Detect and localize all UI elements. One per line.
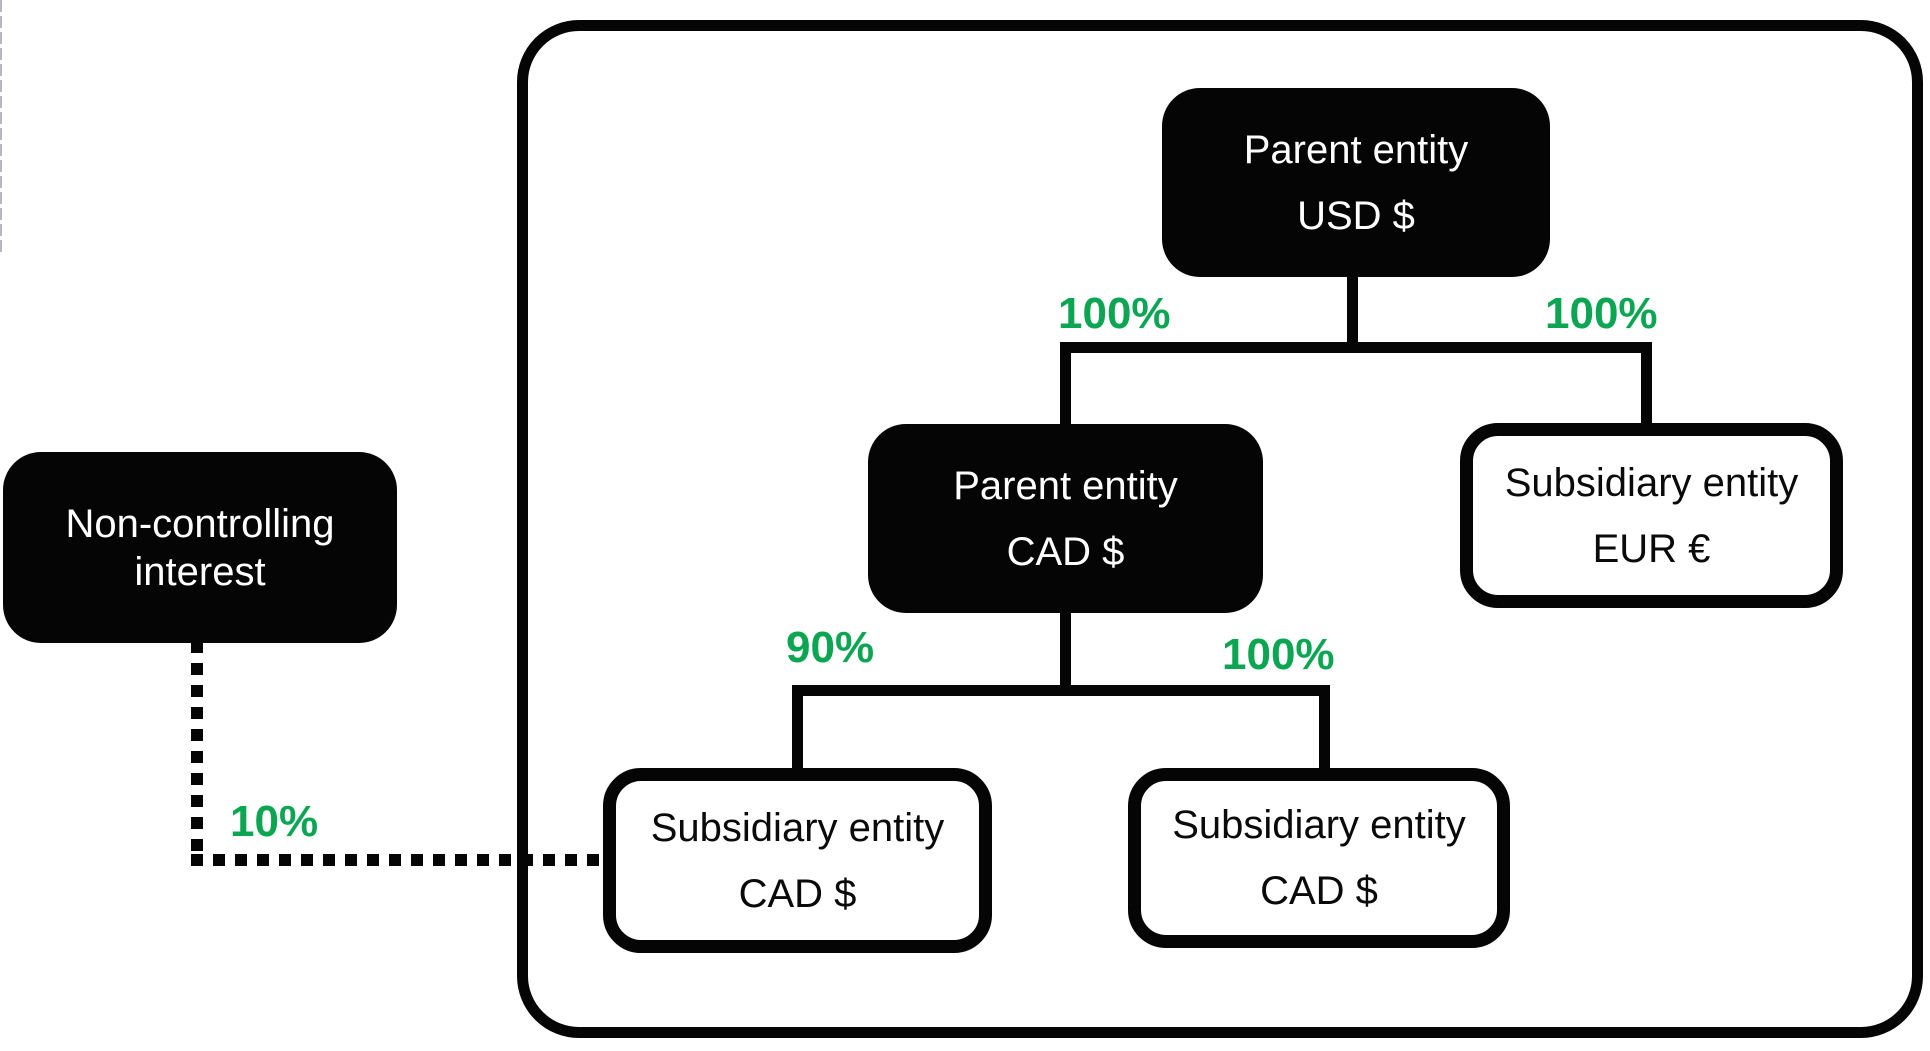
entity-currency: USD $: [1297, 193, 1415, 238]
entity-name: Parent entity: [1243, 127, 1469, 172]
nci-label-line2: interest: [134, 549, 266, 594]
connector-cad-stem: [1060, 608, 1071, 691]
subsidiary-entity-eur-node: Subsidiary entity EUR €: [1460, 423, 1843, 608]
entity-currency: CAD $: [1260, 869, 1378, 913]
connector-cad-to-left-sub-drop: [792, 685, 803, 773]
connector-level1-horizontal: [1060, 342, 1652, 353]
parent-entity-usd-node: Parent entity USD $: [1162, 88, 1550, 277]
entity-currency: CAD $: [1006, 529, 1125, 574]
left-edge-dashed-line: [0, 0, 2, 255]
entity-currency: EUR €: [1592, 526, 1711, 571]
connector-usd-to-cad-drop: [1060, 342, 1071, 430]
ownership-label-usd-to-cad: 100%: [1058, 289, 1171, 338]
connector-usd-stem: [1347, 273, 1358, 353]
entity-currency: CAD $: [738, 871, 857, 916]
non-controlling-interest-node: Non-controlling interest: [3, 452, 397, 643]
outer-group-border: [517, 20, 1923, 1038]
nci-label-line1: Non-controlling: [65, 501, 335, 546]
connector-level2-horizontal: [792, 685, 1330, 696]
dotted-connector-nci-vertical: [191, 641, 203, 866]
entity-name: Subsidiary entity: [1504, 460, 1799, 505]
ownership-label-cad-to-left-sub: 90%: [786, 623, 875, 672]
parent-entity-cad-node: Parent entity CAD $: [868, 424, 1263, 613]
connector-usd-to-eur-drop: [1641, 342, 1652, 428]
ownership-label-cad-to-right-sub: 100%: [1222, 630, 1335, 679]
ownership-label-usd-to-eur: 100%: [1545, 289, 1658, 338]
entity-name: Parent entity: [953, 463, 1178, 508]
ownership-label-nci-to-left-sub: 10%: [230, 797, 319, 846]
entity-name: Subsidiary entity: [1172, 803, 1466, 847]
dotted-connector-nci-horizontal: [191, 854, 606, 866]
subsidiary-entity-cad-right-node: Subsidiary entity CAD $: [1128, 768, 1510, 948]
subsidiary-entity-cad-left-node: Subsidiary entity CAD $: [603, 768, 992, 953]
entity-name: Subsidiary entity: [650, 805, 945, 850]
connector-cad-to-right-sub-drop: [1319, 685, 1330, 773]
